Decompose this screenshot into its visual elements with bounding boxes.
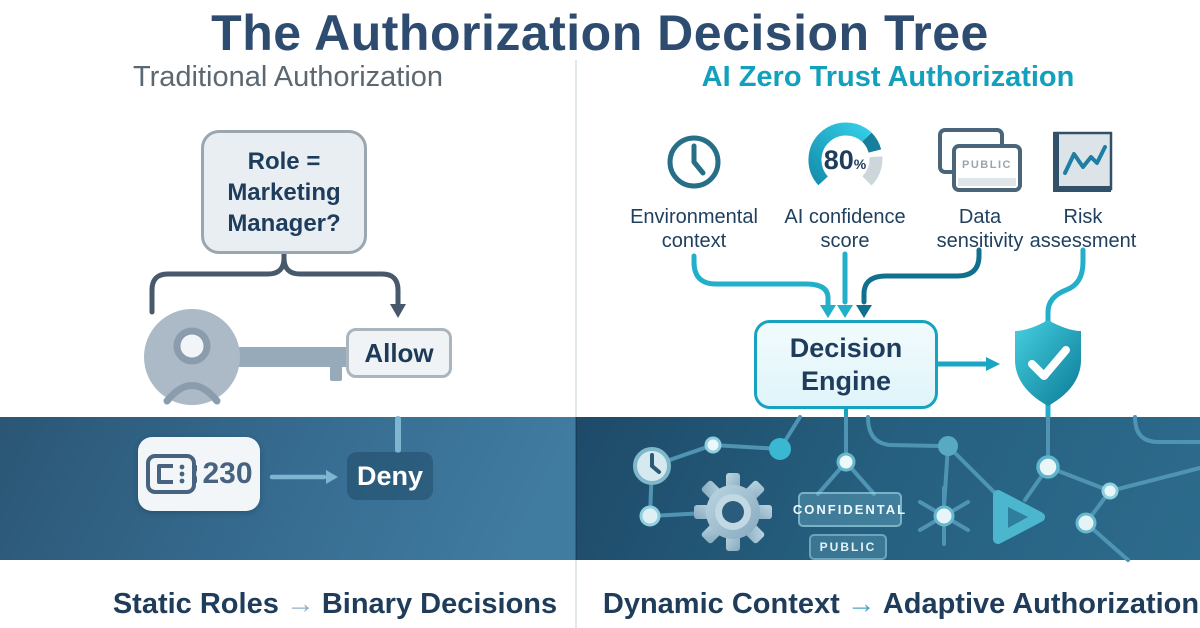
shield-check-icon (1015, 320, 1081, 406)
role-decision-box: Role = Marketing Manager? (201, 130, 367, 254)
left-column-header: Traditional Authorization (132, 61, 444, 93)
right-caption: Dynamic Context→Adaptive Authorization (601, 588, 1200, 621)
right-column-header: AI Zero Trust Authorization (701, 61, 1075, 93)
confidential-tag: CONFIDENTAL (793, 492, 905, 527)
band-left-half (0, 417, 576, 560)
public-tag: PUBLIC (809, 534, 887, 560)
column-divider-band (575, 417, 577, 560)
left-caption: Static Roles→Binary Decisions (60, 588, 610, 621)
right-caption-arrow-icon: → (846, 588, 876, 620)
column-divider-bottom (575, 560, 577, 628)
left-caption-pre: Static Roles (112, 588, 279, 620)
column-divider-top (575, 60, 577, 417)
engine-arrowhead-center (837, 305, 853, 318)
factor-label: Environmental context (630, 206, 758, 252)
role-line-3: Manager? (227, 209, 341, 237)
gauge-icon: 80% (797, 115, 893, 195)
role-line-1: Role = (247, 147, 321, 175)
factor-data-sensitivity: PUBLIC Data sensitivity (920, 128, 1040, 253)
engine-line-1: Decision (789, 332, 903, 363)
gauge-readout: 80% (797, 145, 893, 176)
clock-icon (667, 135, 721, 189)
factor-environmental-context: Environmental context (609, 133, 779, 253)
engine-line-2: Engine (800, 365, 891, 396)
id-badge-card: 230 (138, 437, 260, 511)
left-caption-post: Binary Decisions (321, 588, 558, 620)
allow-node: Allow (346, 328, 452, 378)
factor-ai-confidence: 80% AI confidence score (760, 115, 930, 253)
page-title: The Authorization Decision Tree (211, 4, 989, 61)
right-caption-post: Adaptive Authorization (882, 588, 1200, 620)
shield-arrowhead (986, 357, 1000, 371)
factor-label: Data sensitivity (936, 206, 1024, 252)
factor-label: AI confidence score (784, 206, 906, 252)
public-card-tag: PUBLIC (962, 159, 1012, 171)
allow-arrowhead (390, 304, 406, 318)
decision-engine-box: Decision Engine (754, 320, 938, 409)
gauge-value: 80 (823, 145, 854, 175)
engine-arrowhead-left (820, 305, 836, 318)
badge-number: 230 (202, 457, 253, 490)
id-badge-icon (146, 454, 198, 494)
band-right-half (576, 417, 1200, 560)
engine-arrowhead-right (856, 305, 872, 318)
deny-node: Deny (347, 452, 433, 500)
gauge-unit: % (853, 156, 867, 172)
role-line-2: Marketing (227, 178, 341, 206)
left-tree-connectors (149, 251, 401, 315)
factor-label: Risk assessment (1029, 206, 1137, 252)
stacked-cards-icon: PUBLIC (920, 128, 1040, 192)
left-caption-arrow-icon: → (285, 588, 315, 620)
factor-risk-assessment: Risk assessment (1018, 130, 1148, 253)
right-caption-pre: Dynamic Context (602, 588, 840, 620)
line-chart-icon (1053, 131, 1113, 192)
